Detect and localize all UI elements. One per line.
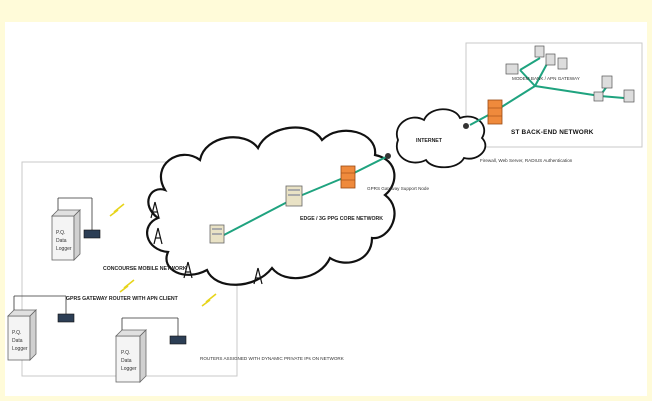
core-network-cloud — [146, 126, 396, 286]
logger-3-line-3: Logger — [121, 366, 137, 372]
backend-gateway-label: MODEM BANK / APN GATEWAY — [512, 76, 580, 81]
server-icon — [545, 53, 556, 66]
cell-tower-icons — [150, 201, 263, 285]
internet-label: INTERNET — [416, 138, 443, 144]
backend-server-icons — [505, 45, 635, 103]
router-icon — [83, 229, 101, 239]
logger-2-line-3: Logger — [12, 346, 28, 352]
backend-firewall-icon — [487, 99, 503, 125]
tower-icon — [183, 261, 193, 279]
server-icon — [557, 57, 568, 70]
edge-router-icons — [385, 123, 469, 159]
firewall-icon — [340, 165, 356, 189]
bolt-icon — [119, 279, 135, 293]
tower-icon — [150, 201, 160, 219]
firewall-note: Firewall, Web Server, RADIUS Authenticat… — [480, 158, 573, 163]
internet-cloud — [395, 108, 487, 169]
wireless-bolt-icons — [109, 203, 217, 307]
router-icon — [169, 335, 187, 345]
core-network-label: EDGE / 3G PPG CORE NETWORK — [300, 216, 383, 222]
backend-title: ST BACK-END NETWORK — [511, 129, 594, 136]
logger-2-line-1: P.Q. — [12, 330, 21, 336]
data-logger-1 — [51, 197, 101, 261]
logger-3-line-2: Data — [121, 358, 132, 364]
bolt-icon — [201, 293, 217, 307]
logger-1-line-3: Logger — [56, 246, 72, 252]
logger-2-line-2: Data — [12, 338, 23, 344]
bolt-icon — [109, 203, 125, 217]
core-server-icon — [209, 224, 225, 244]
data-logger-3 — [115, 317, 187, 383]
data-logger-2 — [7, 295, 75, 361]
server-icon — [593, 91, 604, 102]
server-icon — [534, 45, 545, 58]
tower-icon — [253, 267, 263, 285]
logger-3-line-1: P.Q. — [121, 350, 130, 356]
router-icon — [57, 313, 75, 323]
coverage-label: CONCOURSE MOBILE NETWORK — [103, 266, 187, 272]
gprs-server-icon — [285, 185, 303, 207]
logger-1-line-2: Data — [56, 238, 67, 244]
tower-icon — [153, 227, 163, 245]
gateway-router-label: GPRS GATEWAY ROUTER WITH APN CLIENT — [66, 296, 179, 302]
server-icon — [623, 89, 635, 103]
logger-1-line-1: P.Q. — [56, 230, 65, 236]
server-icon — [505, 63, 519, 75]
routers-note: ROUTERS ASSIGNED WITH DYNAMIC PRIVATE IP… — [200, 356, 345, 361]
backend-frame — [465, 42, 643, 148]
server-icon — [601, 75, 613, 89]
gprs-note: GPRS Gateway Support Node — [367, 186, 429, 191]
